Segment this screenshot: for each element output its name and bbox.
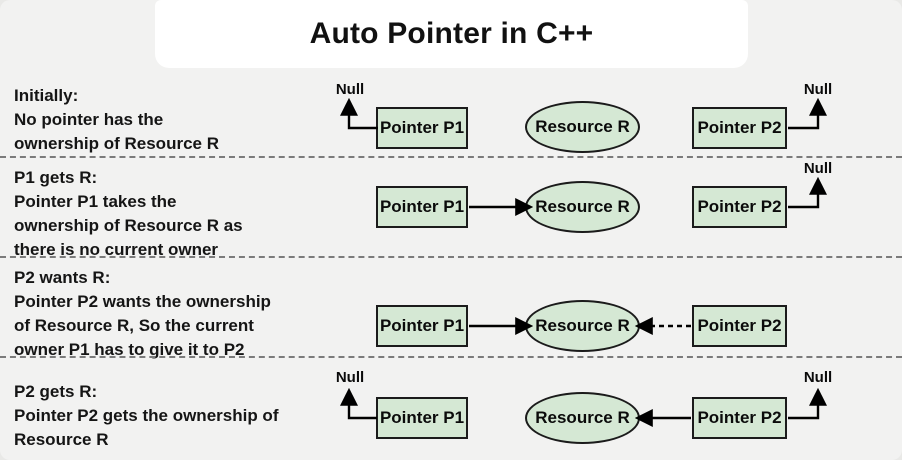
row-4-null-label-right: Null <box>803 369 833 386</box>
row-3-pointer-p1-box: Pointer P1 <box>376 305 468 347</box>
page-title: Auto Pointer in C++ <box>309 17 594 50</box>
row-3-line: owner P1 has to give it to P2 <box>14 340 245 359</box>
row-3-resource-ellipse: Resource R <box>525 300 640 352</box>
row-4-null-label-left: Null <box>335 369 365 386</box>
row-1-pointer-p1-box: Pointer P1 <box>376 107 468 149</box>
row-separator <box>0 256 902 258</box>
row-3-line: Pointer P2 wants the ownership <box>14 292 271 311</box>
row-1-description: Initially: No pointer has the ownership … <box>14 84 344 156</box>
row-4-resource-ellipse: Resource R <box>525 392 640 444</box>
row-4-pointer-p2-box: Pointer P2 <box>692 397 787 439</box>
row-1-pointer-p2-box: Pointer P2 <box>692 107 787 149</box>
row-separator <box>0 356 902 358</box>
row-4-pointer-p1-box: Pointer P1 <box>376 397 468 439</box>
row-separator <box>0 156 902 158</box>
row-4-p1-to-null-arrow <box>340 387 377 420</box>
row-3-pointer-p2-box: Pointer P2 <box>692 305 787 347</box>
row-1-line: No pointer has the <box>14 110 164 129</box>
row-4-p2-to-null-arrow <box>788 387 827 420</box>
row-3-line: of Resource R, So the current <box>14 316 254 335</box>
row-3-description: P2 wants R: Pointer P2 wants the ownersh… <box>14 266 344 362</box>
row-1-heading: Initially: <box>14 86 79 105</box>
title-card: Auto Pointer in C++ <box>155 0 748 68</box>
row-2-description: P1 gets R: Pointer P1 takes the ownershi… <box>14 166 344 262</box>
row-2-pointer-p2-box: Pointer P2 <box>692 186 787 228</box>
row-2-line: there is no current owner <box>14 240 219 259</box>
row-2-pointer-p1-box: Pointer P1 <box>376 186 468 228</box>
row-4-description: P2 gets R: Pointer P2 gets the ownership… <box>14 380 344 452</box>
row-2-null-label-right: Null <box>803 160 833 177</box>
row-1-line: ownership of Resource R <box>14 134 219 153</box>
row-1-p1-to-null-arrow <box>340 97 378 130</box>
row-2-line: Pointer P1 takes the <box>14 192 177 211</box>
row-2-heading: P1 gets R: <box>14 168 98 187</box>
row-1-p2-to-null-arrow <box>788 97 827 130</box>
row-2-p2-to-null-arrow <box>788 176 827 209</box>
row-2-line: ownership of Resource R as <box>14 216 243 235</box>
row-4-line: Pointer P2 gets the ownership of <box>14 406 279 425</box>
row-3-heading: P2 wants R: <box>14 268 111 287</box>
row-1-null-label-right: Null <box>803 81 833 98</box>
row-2-resource-ellipse: Resource R <box>525 181 640 233</box>
row-4-line: Resource R <box>14 430 109 449</box>
row-4-heading: P2 gets R: <box>14 382 98 401</box>
row-1-null-label-left: Null <box>335 81 365 98</box>
row-1-resource-ellipse: Resource R <box>525 101 640 153</box>
